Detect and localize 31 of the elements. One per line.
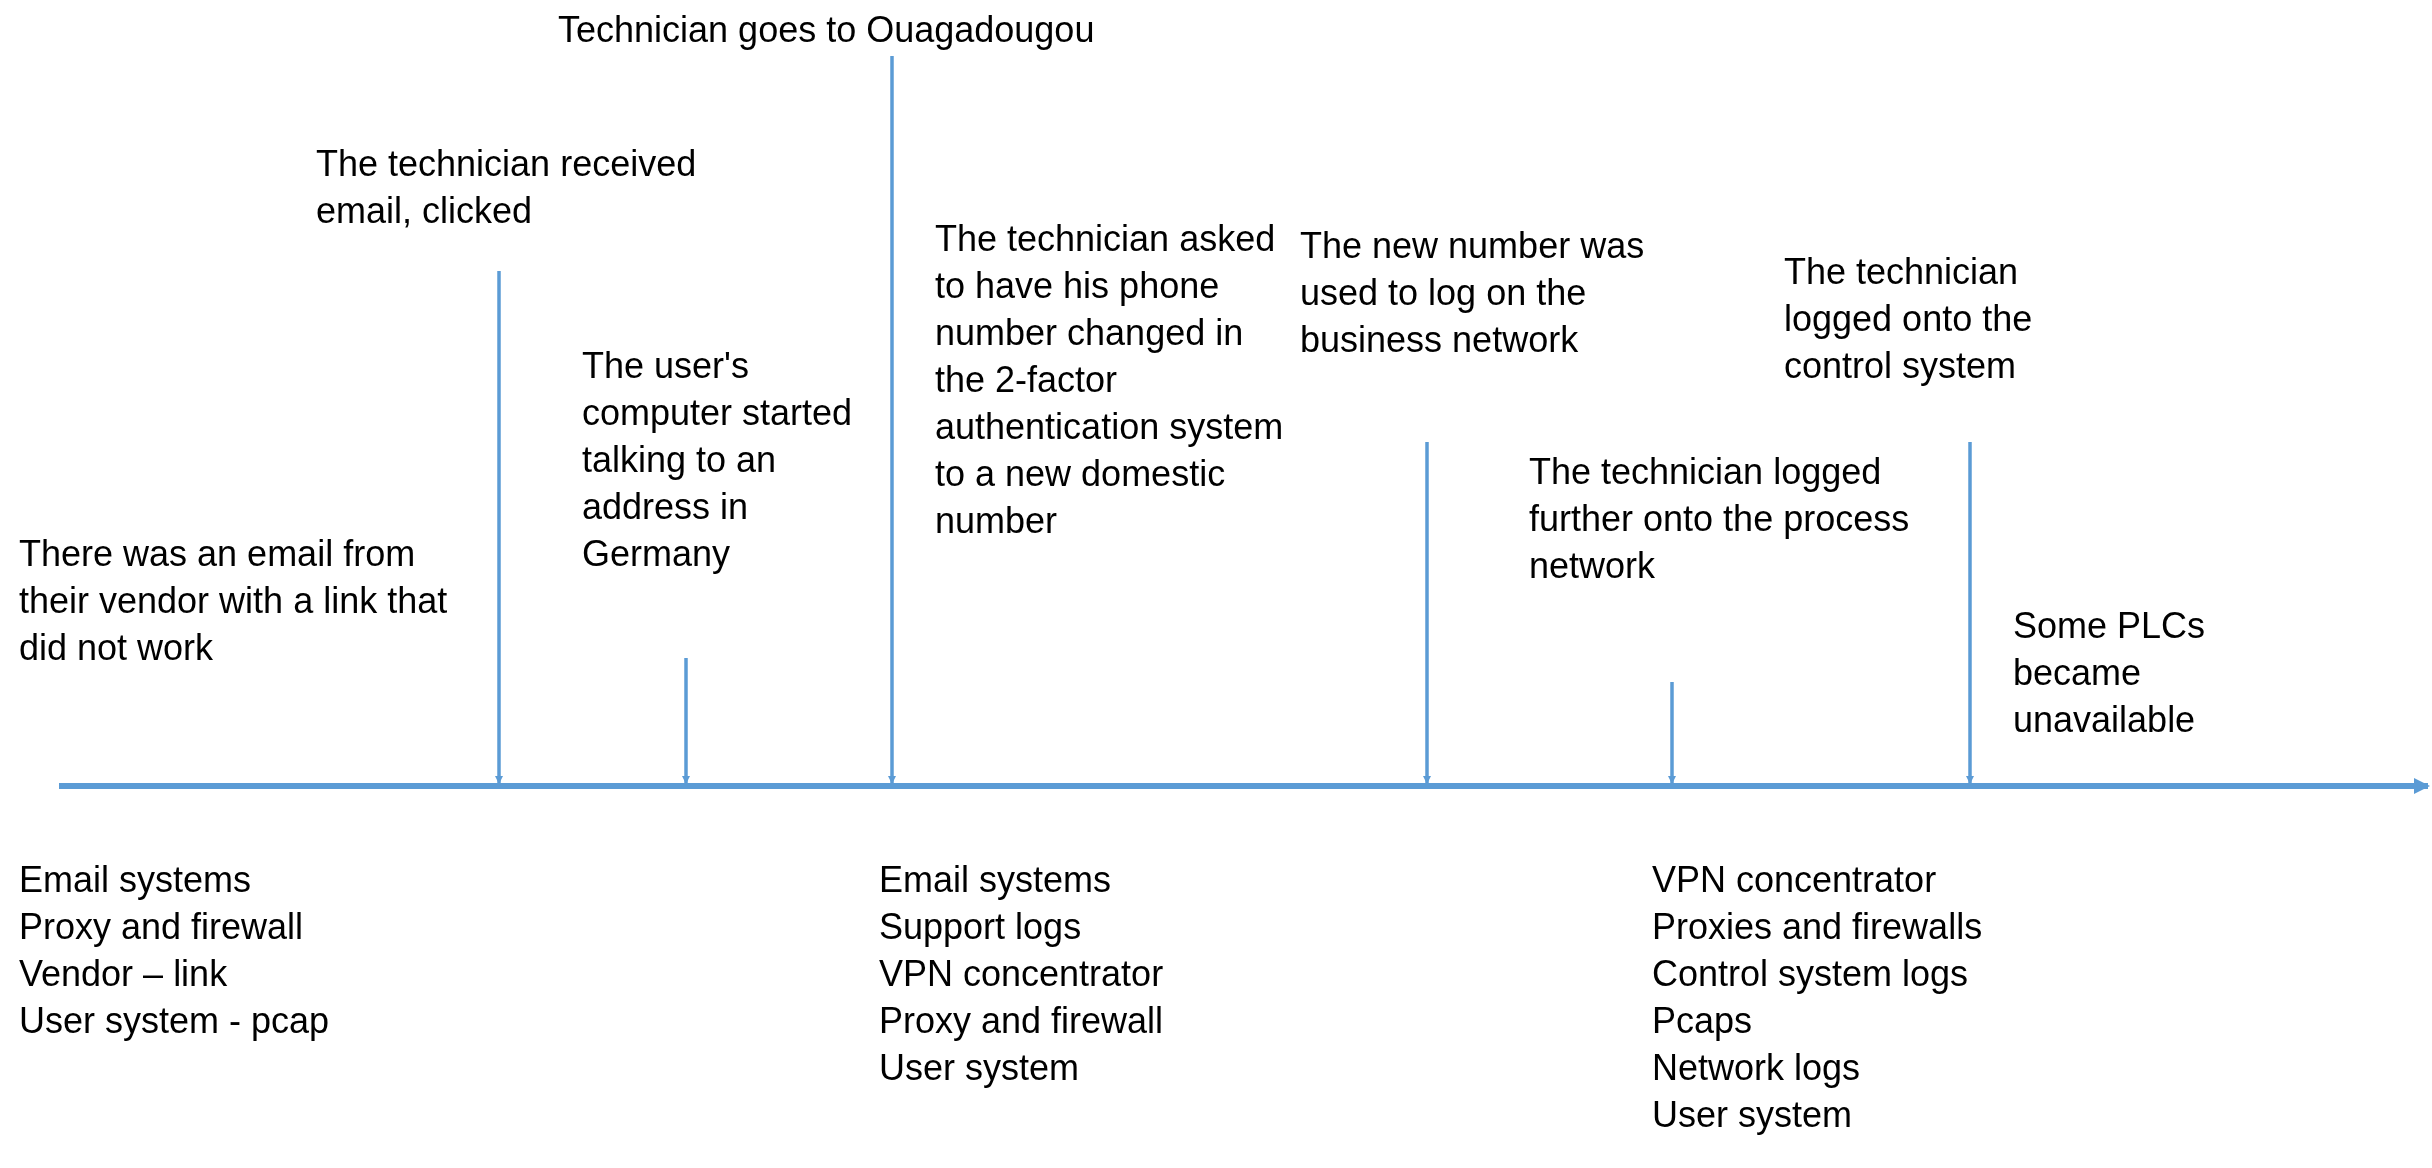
evidence-source-text: Email systems [19,858,252,902]
evidence-source-text: Network logs [1652,1046,1861,1090]
event-text: The technician logged onto the control system [1784,248,2104,389]
timeline-axis [59,778,2430,794]
event-text: The technician logged further onto the process network [1529,448,1919,589]
event-text: The technician asked to have his phone number changed in the 2-factor authentication system to a new domestic number [935,215,1285,544]
evidence-source-text: Support logs [879,905,1082,949]
evidence-source-text: Vendor – link [19,952,228,996]
event-text: Technician goes to Ouagadougou [558,6,1095,53]
event-text: The new number was used to log on the business network [1300,222,1680,363]
event-text: Some PLCs became unavailable [2013,602,2333,743]
arrow [495,271,503,784]
evidence-source-text: User system - pcap [19,999,330,1043]
evidence-source-text: Proxy and firewall [879,999,1164,1043]
arrow [1668,682,1676,784]
evidence-source-text: Proxies and firewalls [1652,905,1983,949]
arrow [1966,442,1974,784]
event-text: The technician received email, clicked [316,140,786,234]
event-text: There was an email from their vendor with a link that did not work [19,530,489,671]
arrow [888,56,896,784]
evidence-source-text: Proxy and firewall [19,905,304,949]
evidence-source-text: User system [1652,1093,1853,1137]
evidence-source-text: VPN concentrator [879,952,1164,996]
evidence-source-text: Email systems [879,858,1112,902]
evidence-source-text: Pcaps [1652,999,1753,1043]
evidence-source-text: User system [879,1046,1080,1090]
evidence-source-text: Control system logs [1652,952,1969,996]
arrow [1423,442,1431,784]
arrow [682,658,690,784]
evidence-source-text: VPN concentrator [1652,858,1937,902]
event-text: The user's computer started talking to an address in Germany [582,342,882,577]
